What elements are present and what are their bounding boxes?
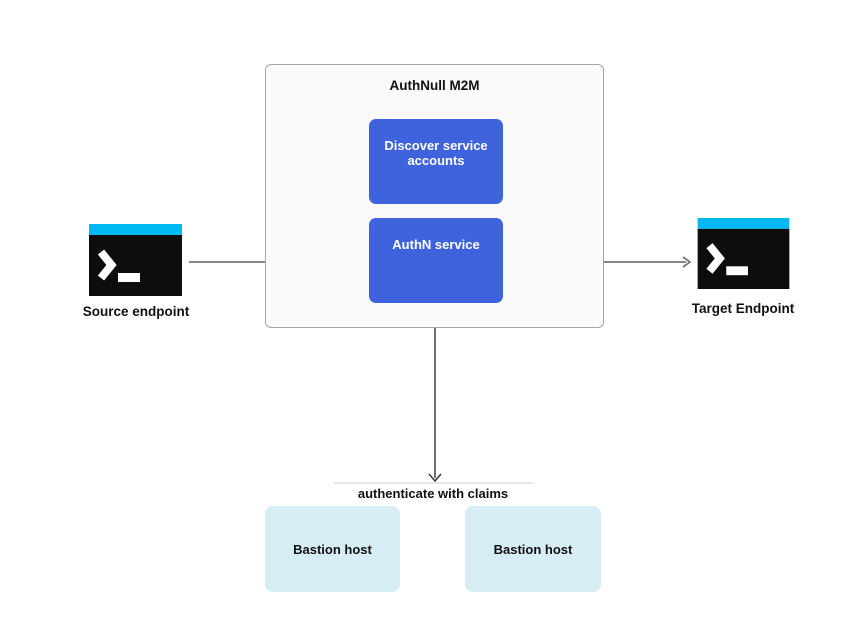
- container-title: AuthNull M2M: [389, 78, 480, 93]
- node-label: AuthN service: [392, 237, 480, 252]
- node-authn-service[interactable]: AuthN service: [369, 218, 503, 303]
- node-discover-service-accounts[interactable]: Discover service accounts: [369, 119, 503, 204]
- terminal-icon: [697, 218, 790, 289]
- node-label: Bastion host: [493, 541, 573, 557]
- arrowhead-down-icon: [428, 473, 442, 483]
- node-label: Discover service accounts: [384, 138, 488, 168]
- authenticate-with-claims-label: authenticate with claims: [357, 486, 509, 501]
- authnull-m2m-container[interactable]: AuthNull M2M Discover service accounts A…: [265, 64, 604, 328]
- arrowhead-right-icon: [682, 256, 692, 268]
- node-bastion-host-2[interactable]: Bastion host: [465, 506, 601, 592]
- target-endpoint-node[interactable]: [697, 218, 790, 294]
- node-bastion-host-1[interactable]: Bastion host: [265, 506, 400, 592]
- arrow-authn-to-claims: [428, 303, 442, 483]
- source-endpoint-node[interactable]: [89, 224, 182, 301]
- node-label: Bastion host: [293, 541, 372, 557]
- source-endpoint-label: Source endpoint: [82, 304, 190, 319]
- target-endpoint-label: Target Endpoint: [691, 301, 795, 316]
- terminal-icon: [89, 224, 182, 296]
